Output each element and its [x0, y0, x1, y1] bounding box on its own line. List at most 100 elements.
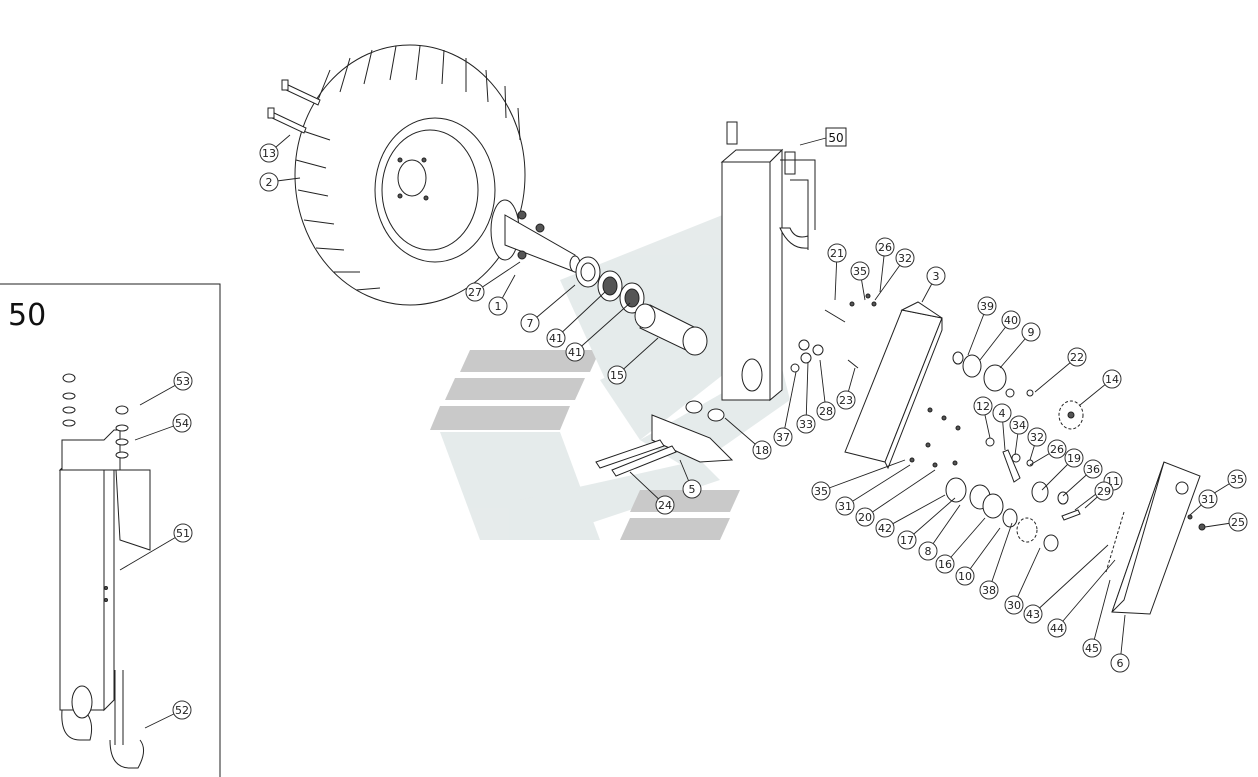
callout-number: 26: [878, 241, 892, 254]
callout-circle: [682, 479, 702, 499]
callout-leader: [805, 361, 809, 425]
callout-16: 16: [935, 554, 955, 574]
callout-40: 40: [1001, 310, 1021, 330]
callout-circle: [1227, 469, 1247, 489]
callout-circle: [488, 296, 508, 316]
callout-circle: [1094, 481, 1114, 501]
callout-number: 29: [1097, 485, 1111, 498]
callout-number: 23: [839, 394, 853, 407]
callout-circle: [992, 403, 1012, 423]
callout-41: 41: [565, 342, 585, 362]
callout-number: 21: [830, 247, 844, 260]
callout-22: 22: [1067, 347, 1087, 367]
callout-31: 31: [835, 496, 855, 516]
callout-leader: [574, 302, 631, 353]
callout-number: 39: [980, 300, 994, 313]
bracket-pins: [595, 400, 734, 477]
watermark-logo: [430, 200, 790, 540]
callout-number: 24: [658, 499, 672, 512]
callout-circle: [1064, 448, 1084, 468]
callout-leader: [782, 371, 797, 438]
inset-detail-50: 50: [0, 283, 221, 777]
callout-number: 43: [1026, 608, 1040, 621]
callout-number: 32: [898, 252, 912, 265]
callout-1: 1: [488, 296, 508, 316]
callout-circle: [172, 700, 192, 720]
callout-number: 36: [1086, 463, 1100, 476]
callout-number: 26: [1050, 443, 1064, 456]
callout-circle: [1082, 638, 1102, 658]
callout-4: 4: [992, 403, 1012, 423]
callout-number: 53: [176, 375, 190, 388]
callout-number: 28: [819, 405, 833, 418]
callout-number: 18: [755, 444, 769, 457]
callout-35: 35: [811, 481, 831, 501]
callout-number: 37: [776, 431, 790, 444]
callout-6: 6: [1110, 653, 1130, 673]
callout-number: 30: [1007, 599, 1021, 612]
callout-circle: [1021, 322, 1041, 342]
callout-circle: [1047, 618, 1067, 638]
callout-29: 29: [1094, 481, 1114, 501]
callout-number: 31: [1201, 493, 1215, 506]
callout-41: 41: [546, 328, 566, 348]
callout-circle: [955, 566, 975, 586]
callout-number: 34: [1012, 419, 1026, 432]
callout-number: 33: [799, 418, 813, 431]
callout-35: 35: [1227, 469, 1247, 489]
callout-53: 53: [173, 371, 193, 391]
callout-number: 35: [1230, 473, 1244, 486]
callout-number: 22: [1070, 351, 1084, 364]
callout-number: 16: [938, 558, 952, 571]
callout-circle: [172, 413, 192, 433]
callout-leader: [884, 494, 946, 529]
callout-circle: [1027, 427, 1047, 447]
callout-3: 3: [926, 266, 946, 286]
callout-15: 15: [607, 365, 627, 385]
callout-number: 45: [1085, 642, 1099, 655]
callout-circle: [827, 243, 847, 263]
callout-circle: [973, 396, 993, 416]
callout-17: 17: [897, 530, 917, 550]
callout-circle: [897, 530, 917, 550]
callout-leader: [1091, 579, 1111, 649]
callout-circle: [1228, 512, 1248, 532]
drive-chain: [1105, 511, 1125, 573]
callout-38: 38: [979, 580, 999, 600]
callout-51: 51: [173, 523, 193, 543]
callout-number: 7: [527, 317, 534, 330]
callout-number: 54: [175, 417, 189, 430]
callout-number: 15: [610, 369, 624, 382]
callout-39: 39: [977, 296, 997, 316]
callout-circle: [546, 328, 566, 348]
callout-circle: [1004, 595, 1024, 615]
callout-bubbles: 1234567891011121314151617181920212223242…: [172, 143, 1248, 720]
side-cover: [1111, 461, 1206, 615]
callout-circle: [875, 237, 895, 257]
callout-leader: [119, 532, 184, 571]
callout-circle: [816, 401, 836, 421]
callout-circle: [752, 440, 772, 460]
callout-circle: [520, 313, 540, 333]
wheel-bolts: [267, 79, 321, 134]
rim-inner: [381, 129, 479, 251]
callout-circle: [565, 342, 585, 362]
callout-leader: [944, 517, 986, 565]
callout-circle: [1023, 604, 1043, 624]
callout-leader: [864, 469, 936, 518]
callout-35: 35: [850, 261, 870, 281]
callout-leader: [1032, 544, 1109, 615]
callout-circle: [895, 248, 915, 268]
callout-12: 12: [973, 396, 993, 416]
callout-circle: [173, 371, 193, 391]
callout-23: 23: [836, 390, 856, 410]
small-hardware-center: [790, 293, 877, 373]
callout-leader: [844, 464, 911, 507]
callout-circle: [875, 518, 895, 538]
callout-number: 3: [933, 270, 940, 283]
callout-37: 37: [773, 427, 793, 447]
callout-circle: [1047, 439, 1067, 459]
callout-circle: [855, 507, 875, 527]
callout-leader: [964, 527, 1001, 577]
inset-nuts-washers: [62, 373, 129, 459]
